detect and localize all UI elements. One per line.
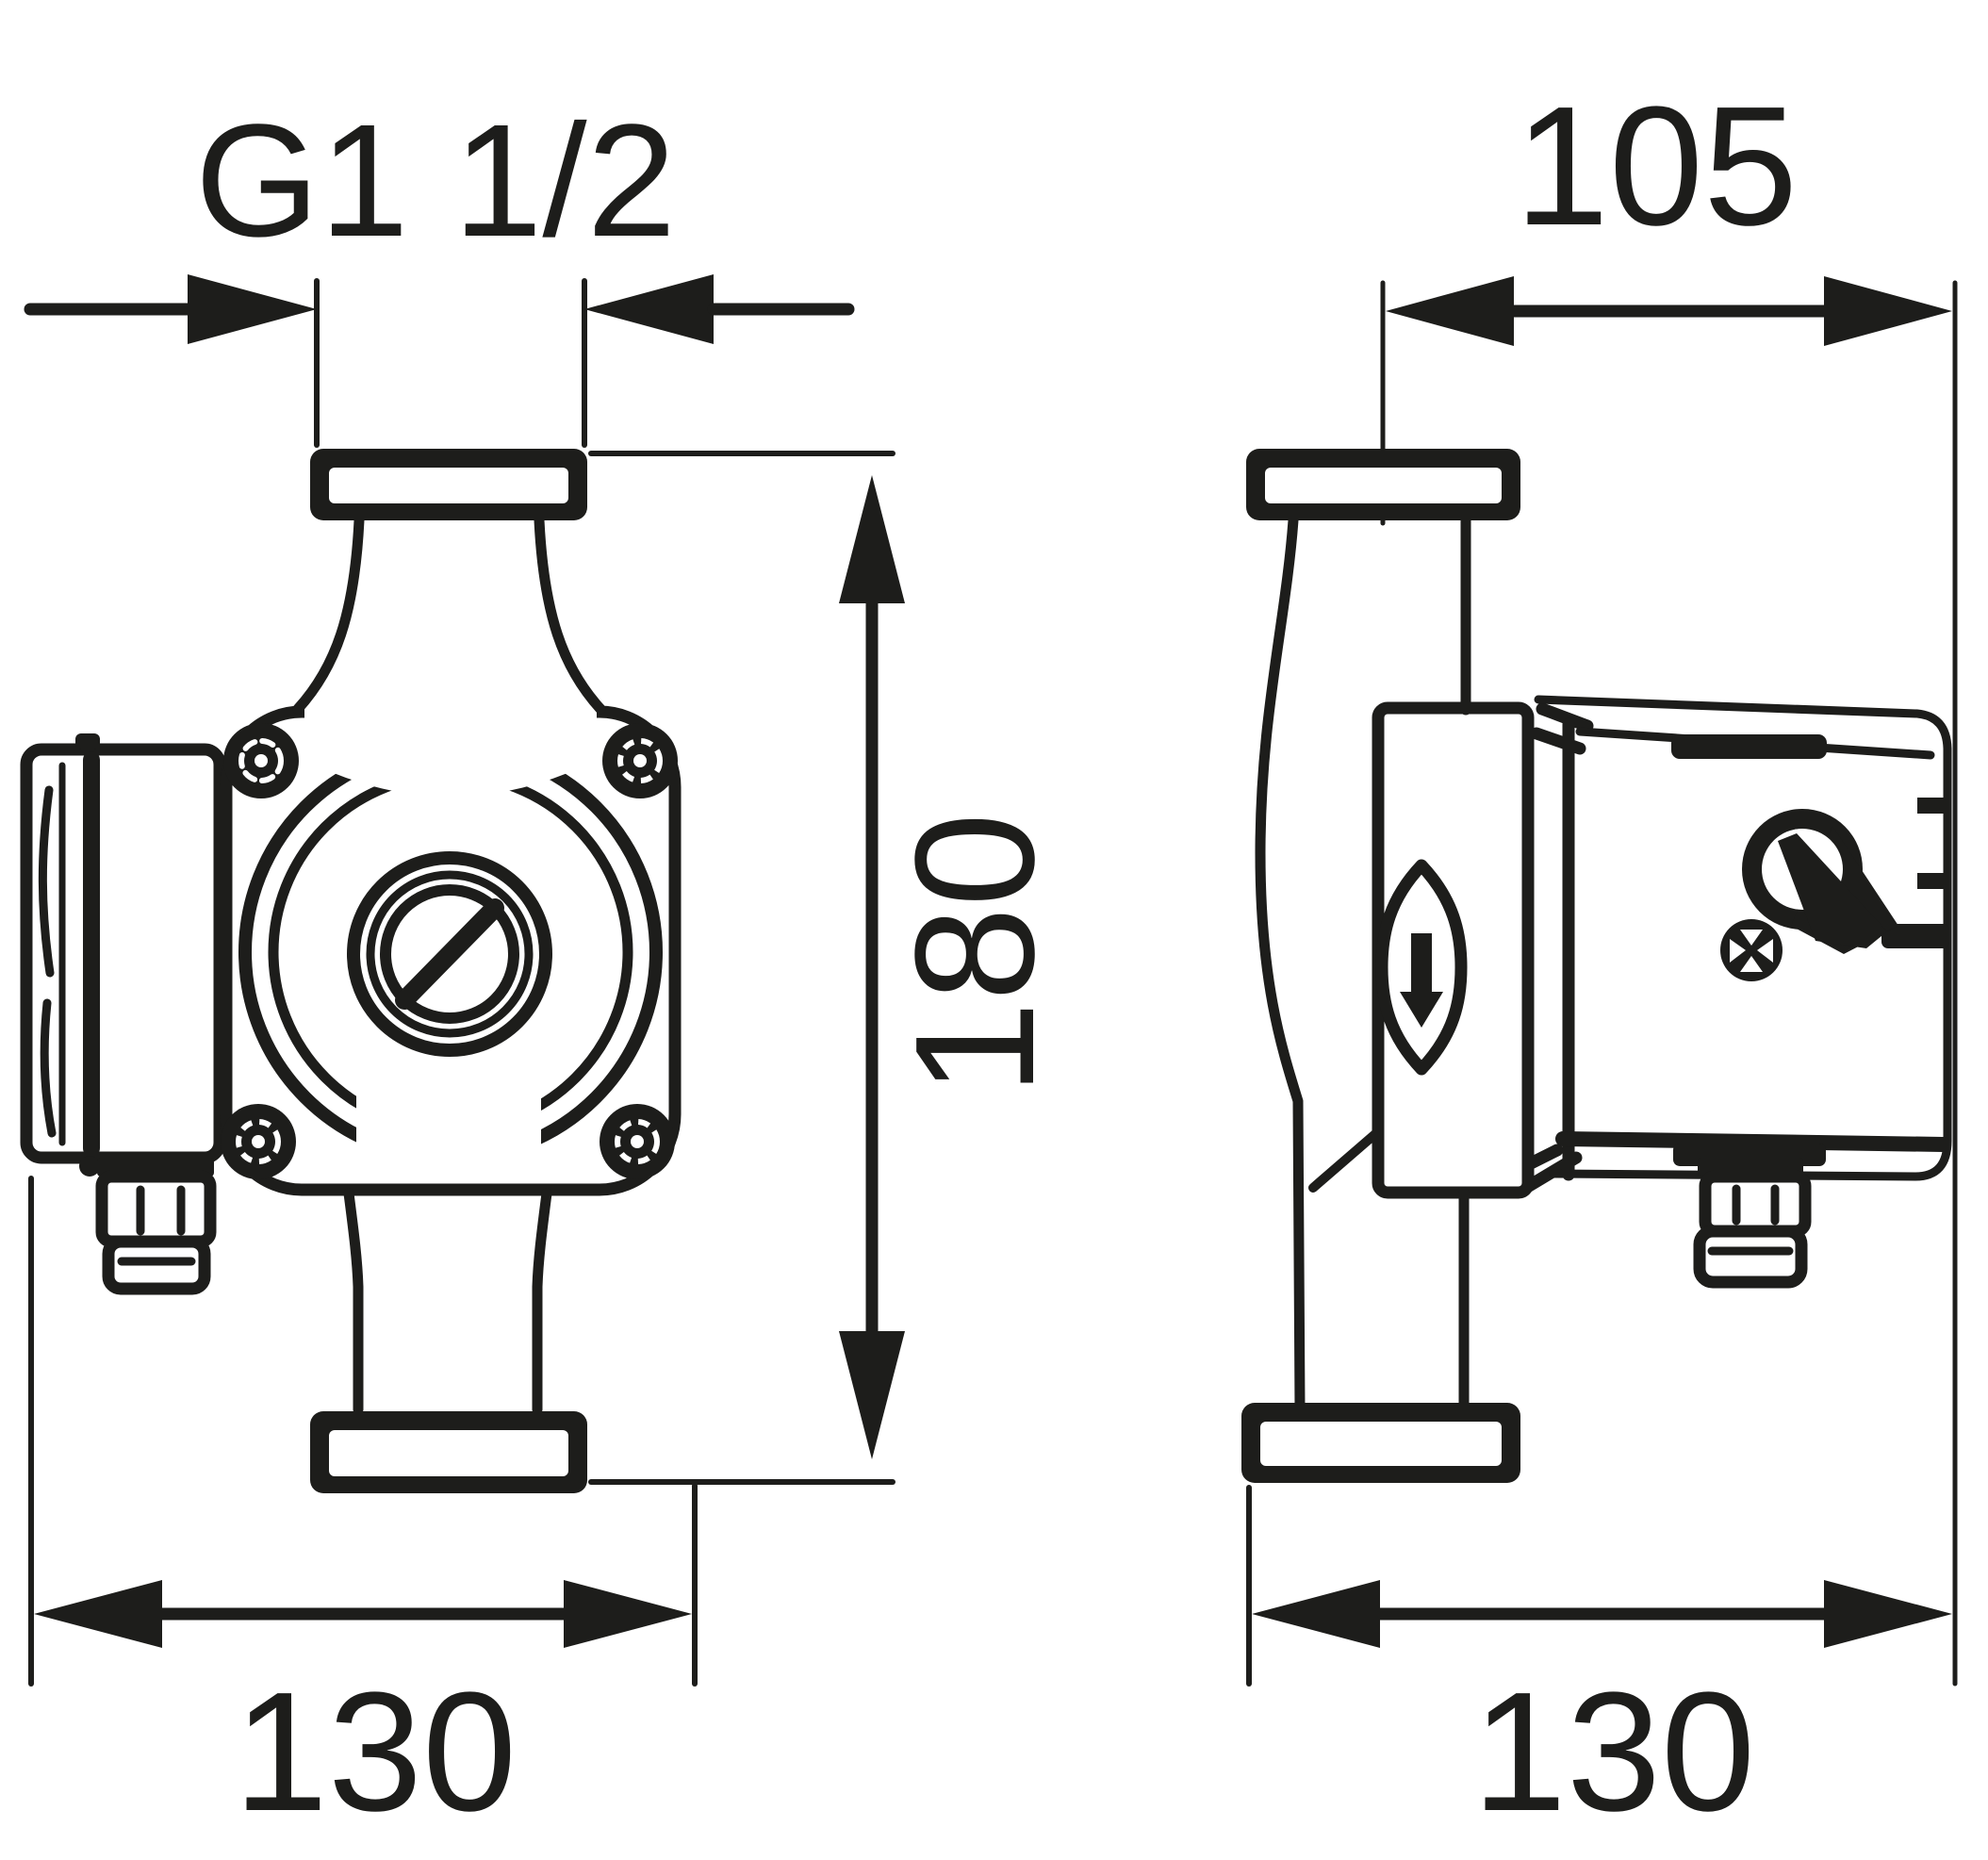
arrowhead-left-icon [584, 274, 714, 344]
terminal-box-body [20, 743, 226, 1164]
box-top-tab [1671, 734, 1827, 759]
cable-gland-front [95, 1158, 217, 1295]
gland-upper-nut [1699, 1170, 1812, 1238]
union-nut-face [329, 1430, 568, 1476]
arrowhead-right-icon [1824, 1580, 1952, 1648]
corner-screw-icon [602, 723, 678, 798]
plug-middle-ring [366, 870, 534, 1038]
front-width-dimension: 130 [28, 1176, 698, 1847]
plug-icon [347, 851, 552, 1057]
front-height-dimension: 180 [588, 451, 1070, 1485]
height-label: 180 [880, 813, 1070, 1095]
thread-size-label: G1 1/2 [195, 91, 676, 271]
width-label: 130 [234, 1657, 517, 1847]
neck-throat-bottom [356, 1089, 541, 1181]
arrowhead-up-icon [839, 475, 905, 603]
box-side-rib [1881, 924, 1949, 948]
side-view: 105 130 [1241, 72, 1958, 1847]
volute-wall-left [1255, 515, 1306, 1415]
neck-wall-left [343, 1188, 364, 1415]
neck-wall-left [292, 515, 365, 715]
gland-lower-nut [1693, 1225, 1808, 1289]
plug-outer-ring [347, 851, 552, 1057]
depth-label: 105 [1515, 72, 1798, 261]
box-bottom-seam [1555, 1131, 1951, 1152]
plug-inner-circle [380, 884, 519, 1024]
bottom-union-nut-side [1241, 1403, 1520, 1483]
box-side-rib [1917, 873, 1949, 889]
box-shading-line [38, 785, 55, 978]
bottom-neck [343, 1089, 552, 1415]
box-hinge-tab [75, 733, 100, 749]
front-view: G1 1/2 180 130 [20, 91, 1070, 1847]
pipe-volute-profile [1255, 515, 1471, 1415]
knob-icon [1742, 809, 1898, 954]
corner-screw-icon [600, 1104, 675, 1179]
terminal-screw-icon [1720, 919, 1783, 981]
hatch-line [1536, 702, 1594, 732]
flow-direction-icon [1400, 933, 1443, 1028]
bottom-union-nut [310, 1411, 587, 1493]
corner-screw-icon [221, 1104, 296, 1179]
housing-plate-side [1372, 701, 1535, 1199]
neck-throat [304, 524, 597, 797]
box-side-rib [1917, 798, 1949, 814]
knob-pointer [1778, 833, 1887, 948]
box-shading-line [40, 998, 57, 1138]
top-neck [292, 515, 606, 797]
screw-head [1720, 919, 1783, 981]
plug-slot [395, 898, 504, 1010]
neck-wall-right [532, 1188, 552, 1415]
neck-wall-right [534, 515, 606, 715]
terminal-box [20, 733, 226, 1177]
top-union-nut [310, 449, 587, 520]
arrowhead-down-icon [839, 1331, 905, 1459]
union-nut-face [1265, 468, 1502, 503]
motor-housing-box [1534, 695, 1952, 1181]
width-label: 130 [1472, 1657, 1755, 1847]
front-thread-dimension: G1 1/2 [24, 91, 855, 448]
arrowhead-right-icon [188, 274, 317, 344]
arrowhead-right-icon [564, 1580, 692, 1648]
top-union-nut-side [1246, 449, 1520, 520]
arrowhead-left-icon [1386, 276, 1514, 346]
gland-upper-nut [95, 1170, 217, 1248]
box-corner-nub [79, 1156, 100, 1177]
corner-screw-icon [223, 723, 299, 798]
arrowhead-right-icon [1824, 276, 1952, 346]
union-nut-face [329, 468, 568, 503]
strut-line [1308, 1128, 1381, 1193]
side-depth-dimension: 105 [1380, 72, 1958, 1687]
arrowhead-left-icon [34, 1580, 162, 1648]
side-width-dimension: 130 [1246, 1485, 1952, 1847]
union-nut-face [1260, 1422, 1502, 1466]
arrowhead-left-icon [1252, 1580, 1380, 1648]
cable-gland-side [1693, 1158, 1812, 1289]
